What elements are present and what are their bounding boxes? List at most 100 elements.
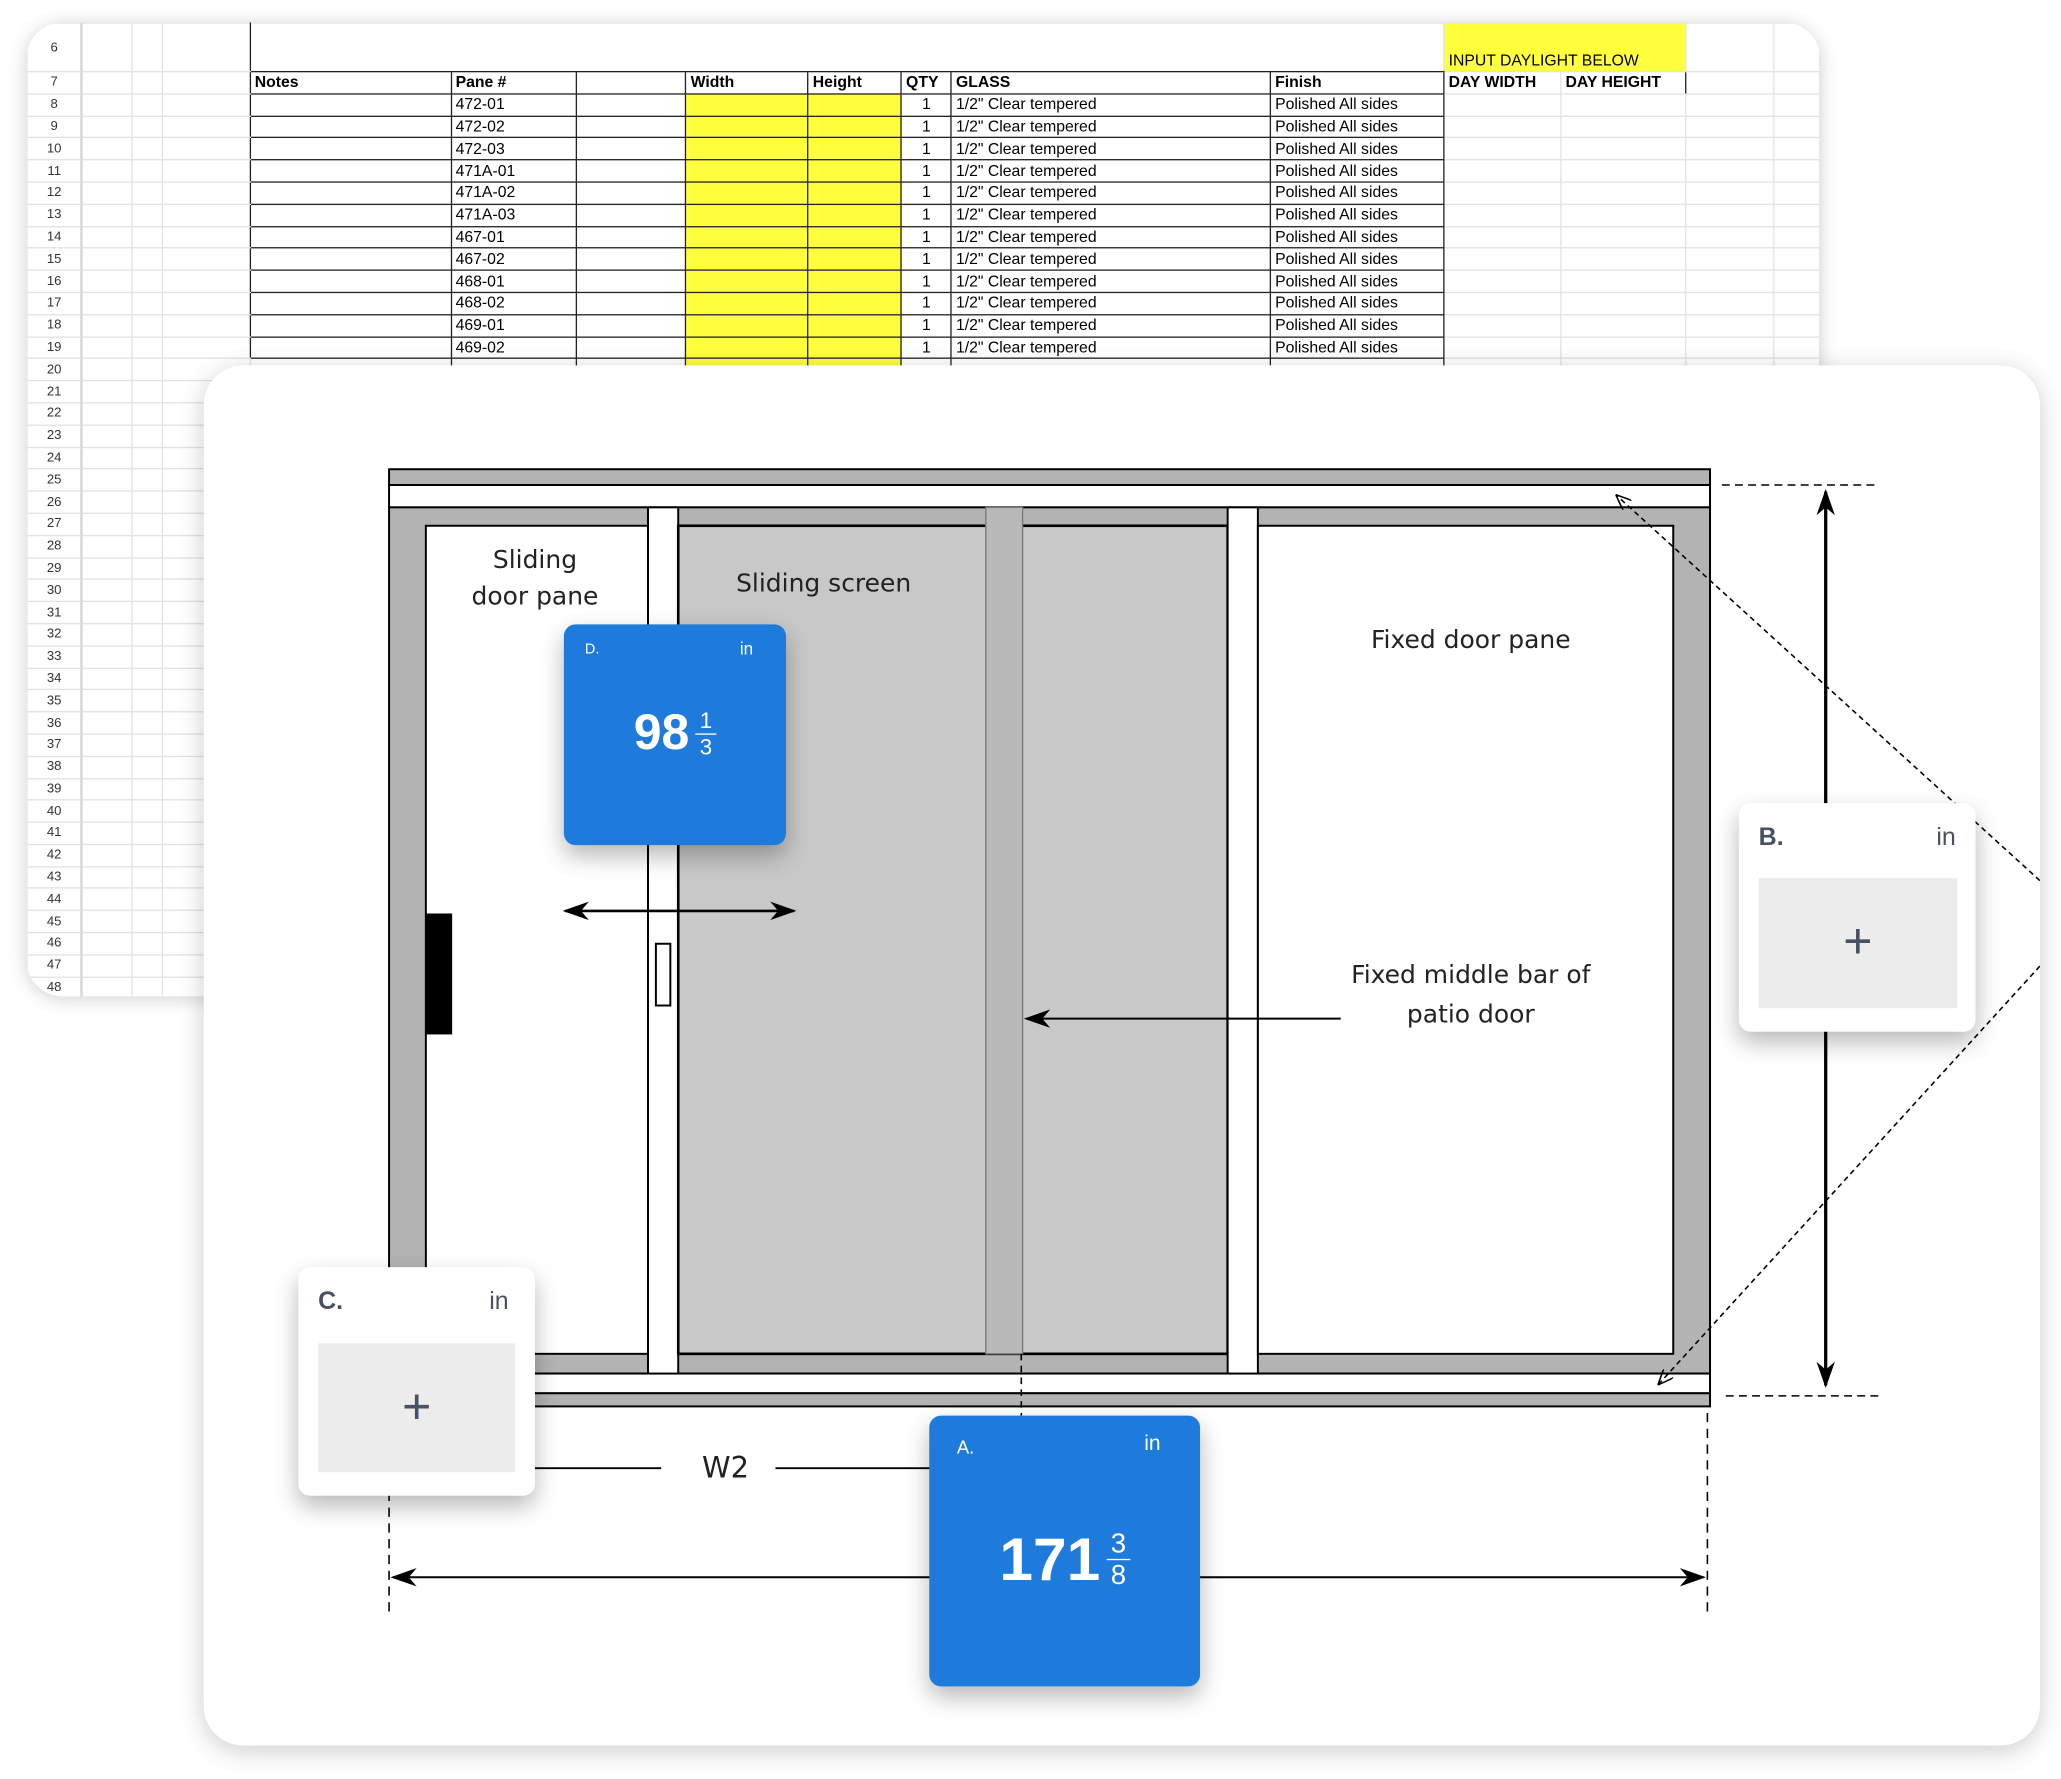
cell[interactable] — [1685, 22, 1775, 73]
row-number[interactable]: 42 — [26, 843, 84, 868]
row-number[interactable]: 25 — [26, 468, 84, 492]
notes-cell[interactable] — [249, 247, 452, 271]
cell[interactable] — [575, 159, 687, 183]
qty-cell[interactable]: 1 — [900, 203, 953, 227]
height-cell[interactable] — [807, 335, 903, 360]
qty-cell[interactable]: 1 — [900, 137, 953, 161]
cell[interactable] — [131, 512, 163, 536]
row-number[interactable]: 35 — [26, 689, 84, 713]
cell[interactable] — [575, 247, 687, 271]
cell[interactable] — [1685, 93, 1775, 117]
height-cell[interactable] — [807, 159, 903, 183]
cell[interactable] — [131, 335, 163, 360]
pane-cell[interactable]: 467-02 — [450, 247, 577, 271]
cell[interactable] — [1685, 137, 1775, 161]
cell[interactable] — [161, 291, 251, 316]
cell[interactable] — [131, 446, 163, 470]
cell[interactable] — [81, 821, 133, 846]
header-width[interactable]: Width — [685, 70, 809, 95]
cell[interactable] — [81, 887, 133, 912]
cell[interactable] — [161, 159, 251, 183]
cell[interactable] — [575, 225, 687, 249]
row-number[interactable]: 46 — [26, 932, 84, 956]
cell[interactable] — [161, 70, 251, 95]
daylight-banner[interactable]: INPUT DAYLIGHT BELOW — [1443, 22, 1687, 73]
cell[interactable] — [81, 115, 133, 139]
row-number[interactable]: 33 — [26, 645, 84, 669]
day-height-cell[interactable] — [1560, 313, 1687, 338]
day-width-cell[interactable] — [1443, 181, 1562, 205]
notes-cell[interactable] — [249, 159, 452, 183]
row-number[interactable]: 24 — [26, 446, 84, 470]
pane-cell[interactable]: 468-02 — [450, 291, 577, 316]
cell[interactable] — [1773, 22, 1821, 73]
cell[interactable] — [131, 313, 163, 338]
row-number[interactable]: 15 — [26, 247, 84, 271]
cell[interactable] — [1685, 247, 1775, 271]
row-number[interactable]: 30 — [26, 578, 84, 603]
cell[interactable] — [1773, 269, 1821, 294]
cell[interactable] — [1773, 115, 1821, 139]
width-cell[interactable] — [685, 225, 809, 249]
glass-cell[interactable]: 1/2" Clear tempered — [950, 203, 1272, 227]
height-cell[interactable] — [807, 115, 903, 139]
row-number[interactable]: 18 — [26, 313, 84, 338]
qty-cell[interactable]: 1 — [900, 269, 953, 294]
width-cell[interactable] — [685, 137, 809, 161]
cell[interactable] — [131, 932, 163, 956]
cell[interactable] — [1685, 335, 1775, 360]
cell[interactable] — [81, 380, 133, 404]
row-number[interactable]: 12 — [26, 181, 84, 205]
row-number[interactable]: 48 — [26, 976, 84, 997]
cell[interactable] — [161, 269, 251, 294]
glass-cell[interactable]: 1/2" Clear tempered — [950, 225, 1272, 249]
cell[interactable] — [131, 137, 163, 161]
qty-cell[interactable]: 1 — [900, 291, 953, 316]
day-height-cell[interactable] — [1560, 159, 1687, 183]
cell[interactable] — [131, 821, 163, 846]
finish-cell[interactable]: Polished All sides — [1269, 159, 1445, 183]
cell[interactable] — [81, 70, 133, 95]
finish-cell[interactable]: Polished All sides — [1269, 313, 1445, 338]
glass-cell[interactable]: 1/2" Clear tempered — [950, 269, 1272, 294]
height-cell[interactable] — [807, 247, 903, 271]
cell[interactable] — [575, 115, 687, 139]
cell[interactable] — [131, 490, 163, 514]
cell[interactable] — [81, 137, 133, 161]
cell[interactable] — [131, 667, 163, 691]
row-number[interactable]: 28 — [26, 534, 84, 558]
row-number[interactable]: 32 — [26, 622, 84, 647]
row-number[interactable]: 36 — [26, 711, 84, 735]
cell[interactable] — [161, 335, 251, 360]
cell[interactable] — [1685, 159, 1775, 183]
row-number[interactable]: 34 — [26, 667, 84, 691]
height-cell[interactable] — [807, 137, 903, 161]
pane-cell[interactable]: 472-01 — [450, 93, 577, 117]
row-number[interactable]: 26 — [26, 490, 84, 514]
pane-cell[interactable]: 469-01 — [450, 313, 577, 338]
height-cell[interactable] — [807, 225, 903, 249]
finish-cell[interactable]: Polished All sides — [1269, 203, 1445, 227]
day-width-cell[interactable] — [1443, 115, 1562, 139]
cell[interactable] — [131, 70, 163, 95]
row-number[interactable]: 40 — [26, 799, 84, 823]
glass-cell[interactable]: 1/2" Clear tempered — [950, 93, 1272, 117]
width-cell[interactable] — [685, 203, 809, 227]
cell[interactable] — [81, 335, 133, 360]
cell[interactable] — [131, 269, 163, 294]
height-cell[interactable] — [807, 93, 903, 117]
day-width-cell[interactable] — [1443, 203, 1562, 227]
cell[interactable] — [1685, 291, 1775, 316]
notes-cell[interactable] — [249, 93, 452, 117]
cell[interactable] — [575, 313, 687, 338]
cell[interactable] — [81, 402, 133, 426]
cell[interactable] — [575, 181, 687, 205]
cell[interactable] — [161, 93, 251, 117]
cell[interactable] — [131, 976, 163, 997]
cell[interactable] — [131, 291, 163, 316]
width-cell[interactable] — [685, 181, 809, 205]
cell[interactable] — [81, 909, 133, 934]
header-glass[interactable]: GLASS — [950, 70, 1272, 95]
cell[interactable] — [131, 755, 163, 779]
finish-cell[interactable]: Polished All sides — [1269, 181, 1445, 205]
